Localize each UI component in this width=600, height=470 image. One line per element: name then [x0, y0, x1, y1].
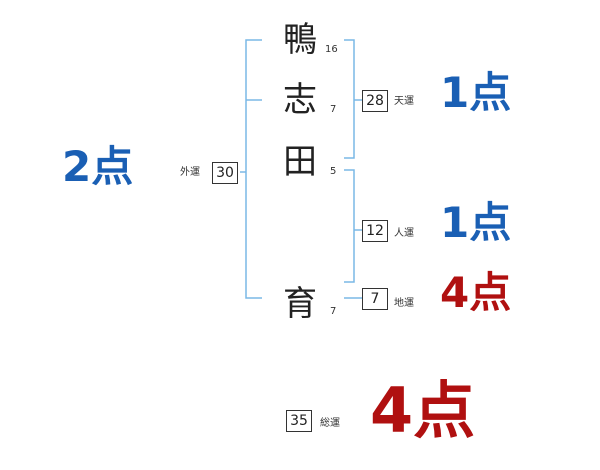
jinun-score: 1点	[440, 198, 512, 247]
outer-bracket-line	[245, 39, 262, 299]
person-bracket-line	[344, 169, 355, 283]
stroke-count-2: 7	[330, 104, 337, 115]
name-char-1: 鴨	[283, 20, 317, 60]
tenun-value-box: 28	[362, 90, 388, 112]
stroke-count-4: 7	[330, 306, 337, 317]
gaiun-value-box: 30	[212, 162, 238, 184]
name-char-3: 田	[283, 142, 317, 182]
heaven-bracket-line	[344, 39, 355, 159]
chiun-value-box: 7	[362, 288, 388, 310]
chiun-score: 4点	[440, 268, 512, 317]
soun-score: 4点	[370, 374, 476, 447]
tenun-label: 天運	[394, 96, 414, 107]
soun-value-box: 35	[286, 410, 312, 432]
jinun-label: 人運	[394, 228, 414, 239]
jinun-value-box: 12	[362, 220, 388, 242]
stroke-count-3: 5	[330, 166, 337, 177]
gaiun-label: 外運	[180, 167, 200, 178]
name-char-2: 志	[283, 80, 317, 120]
soun-label: 総運	[320, 418, 340, 429]
name-char-4: 育	[283, 284, 317, 324]
gaiun-score: 2点	[62, 142, 134, 191]
stroke-count-1: 16	[325, 44, 338, 55]
chiun-label: 地運	[394, 298, 414, 309]
tenun-score: 1点	[440, 68, 512, 117]
